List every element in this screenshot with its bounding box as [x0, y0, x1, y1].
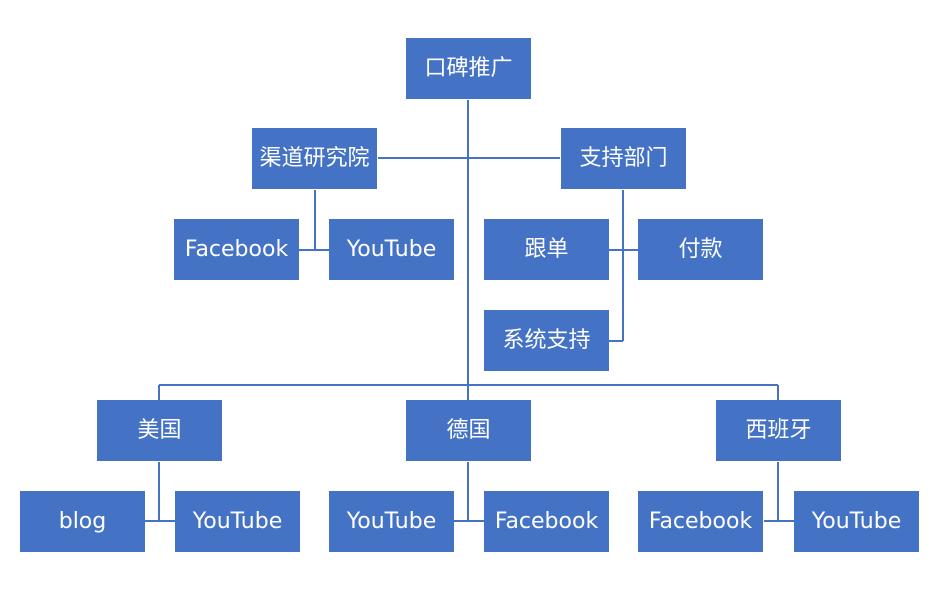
- channel-research-node: 渠道研究院: [252, 128, 377, 189]
- germany-child-youtube-label: YouTube: [346, 508, 437, 534]
- usa-child-blog-label: blog: [58, 508, 107, 534]
- spain-child-youtube-node: YouTube: [794, 491, 919, 552]
- support-child-followup-label: 跟单: [524, 236, 569, 262]
- support-child-payment-label: 付款: [678, 236, 723, 262]
- spain-child-facebook-node: Facebook: [638, 491, 763, 552]
- channel-child-facebook-label: Facebook: [184, 236, 289, 262]
- germany-child-youtube-node: YouTube: [329, 491, 454, 552]
- support-dept-label: 支持部门: [579, 145, 668, 171]
- support-dept-node: 支持部门: [561, 128, 686, 189]
- country-germany-label: 德国: [446, 417, 491, 443]
- country-usa-label: 美国: [137, 417, 182, 443]
- support-child-system-label: 系统支持: [502, 327, 591, 353]
- country-spain-node: 西班牙: [716, 400, 841, 461]
- spain-child-youtube-label: YouTube: [811, 508, 902, 534]
- country-germany-node: 德国: [406, 400, 531, 461]
- support-child-followup-node: 跟单: [484, 219, 609, 280]
- channel-child-youtube-label: YouTube: [346, 236, 437, 262]
- root-node: 口碑推广: [406, 38, 531, 99]
- usa-child-blog-node: blog: [20, 491, 145, 552]
- country-spain-label: 西班牙: [745, 417, 812, 443]
- root-node-label: 口碑推广: [424, 55, 513, 81]
- germany-child-facebook-node: Facebook: [484, 491, 609, 552]
- support-child-payment-node: 付款: [638, 219, 763, 280]
- support-child-system-node: 系统支持: [484, 310, 609, 371]
- usa-child-youtube-label: YouTube: [192, 508, 283, 534]
- usa-child-youtube-node: YouTube: [175, 491, 300, 552]
- spain-child-facebook-label: Facebook: [648, 508, 753, 534]
- germany-child-facebook-label: Facebook: [494, 508, 599, 534]
- channel-child-youtube-node: YouTube: [329, 219, 454, 280]
- channel-research-label: 渠道研究院: [259, 145, 370, 171]
- country-usa-node: 美国: [97, 400, 222, 461]
- channel-child-facebook-node: Facebook: [174, 219, 299, 280]
